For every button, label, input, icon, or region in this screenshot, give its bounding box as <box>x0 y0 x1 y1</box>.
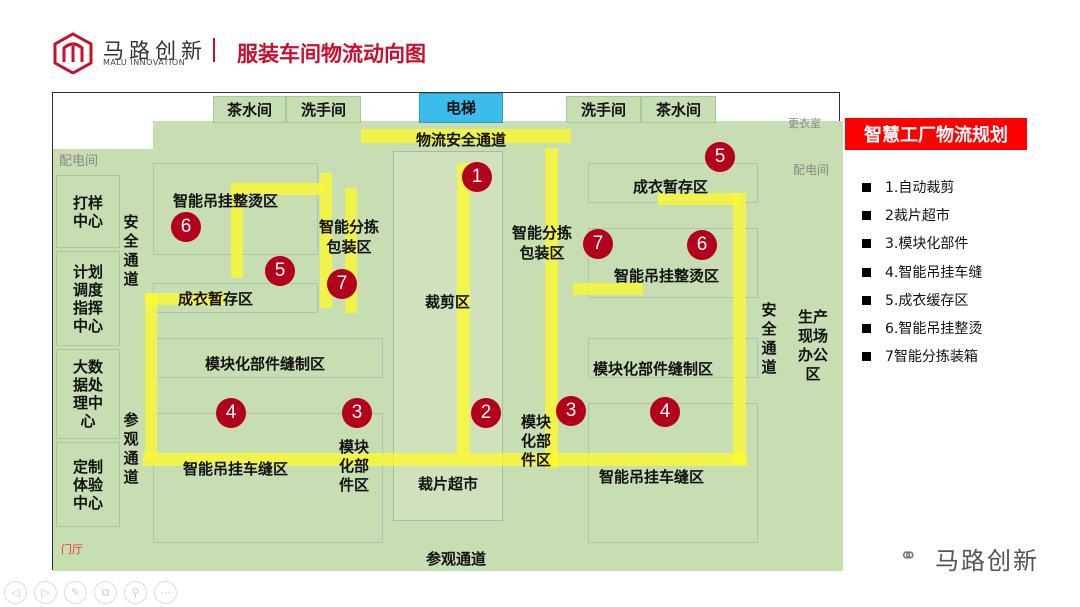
legend-item: 4.智能吊挂车缝 <box>862 262 982 282</box>
logistics-corridor-label: 物流安全通道 <box>416 131 507 149</box>
divider <box>213 38 215 62</box>
page-title: 服装车间物流动向图 <box>237 42 426 66</box>
bullet-icon <box>862 210 871 220</box>
hanging-sewing-left: 智能吊挂车缝区 <box>183 460 289 478</box>
watermark: 马路创新 <box>935 547 1039 575</box>
safety-corridor-left: 安全通道 <box>123 213 139 288</box>
zoom-button[interactable]: ⚲ <box>124 581 147 604</box>
more-button[interactable]: ⋯ <box>154 581 177 604</box>
visit-corridor-left: 参观通道 <box>123 411 139 486</box>
brand-name: 马路创新 <box>103 39 207 63</box>
lobby: 门厅 <box>61 543 83 556</box>
power-room-right: 配电间 <box>793 163 830 177</box>
legend-label: 6.智能吊挂整烫 <box>885 321 983 337</box>
marker-6-left: 6 <box>171 212 201 242</box>
sample-center: 打样中心 <box>56 175 120 248</box>
legend-label: 4.智能吊挂车缝 <box>885 265 983 281</box>
sorting-zone-right: 智能分拣包装区 <box>511 224 572 262</box>
changing-room: 更衣室 <box>788 117 821 130</box>
bullet-icon <box>862 238 871 248</box>
storage-zone-right: 成衣暂存区 <box>633 178 709 196</box>
legend-item: 7智能分拣装箱 <box>862 346 978 366</box>
floor-plan: 茶水间 洗手间 电梯 洗手间 茶水间 更衣室 配电间 配电间 打样中心 计划调度… <box>52 92 843 571</box>
legend-label: 1.自动裁剪 <box>885 180 955 196</box>
legend-title: 智慧工厂物流规划 <box>845 118 1027 150</box>
bullet-icon <box>862 323 871 333</box>
marker-4-left: 4 <box>216 398 246 428</box>
experience-center: 定制体验中心 <box>56 442 120 527</box>
tea-room-left: 茶水间 <box>213 96 286 123</box>
marker-3-right: 3 <box>556 396 586 426</box>
legend-item: 2裁片超市 <box>862 205 950 225</box>
office-zone: 生产现场办公区 <box>797 308 828 383</box>
elevator: 电梯 <box>419 93 503 123</box>
wechat-icon: ⚭ <box>899 544 918 569</box>
module-parts-right: 模块化部件区 <box>520 413 551 469</box>
module-sewing-left: 模块化部件缝制区 <box>205 355 326 373</box>
marker-2: 2 <box>471 398 501 428</box>
brand-name-en: MALU INNOVATION <box>103 58 186 67</box>
visit-corridor-bottom: 参观通道 <box>426 550 487 568</box>
next-slide-button[interactable]: ▷ <box>34 581 57 604</box>
legend-item: 5.成衣缓存区 <box>862 290 968 310</box>
bullet-icon <box>862 182 871 192</box>
marker-4-right: 4 <box>650 397 680 427</box>
marker-1: 1 <box>462 162 492 192</box>
bullet-icon <box>862 351 871 361</box>
power-room-left: 配电间 <box>59 154 99 169</box>
screens-button[interactable]: ⧉ <box>94 581 117 604</box>
marker-5-left: 5 <box>265 256 295 286</box>
marker-6-right: 6 <box>687 230 717 260</box>
marker-3-left: 3 <box>342 398 372 428</box>
safety-corridor-right: 安全通道 <box>761 301 777 376</box>
legend-item: 1.自动裁剪 <box>862 177 954 197</box>
legend-label: 7智能分拣装箱 <box>885 349 978 365</box>
legend-label: 5.成衣缓存区 <box>885 293 969 309</box>
legend-label: 3.模块化部件 <box>885 236 969 252</box>
storage-zone-left: 成衣暂存区 <box>178 290 254 308</box>
data-center: 大数据处理中心 <box>56 349 120 439</box>
marker-7-left: 7 <box>327 269 357 299</box>
washroom-right: 洗手间 <box>566 96 641 123</box>
ironing-zone-left: 智能吊挂整烫区 <box>173 192 279 210</box>
module-parts-left: 模块化部件区 <box>338 438 369 494</box>
bullet-icon <box>862 267 871 277</box>
washroom-left: 洗手间 <box>286 96 361 123</box>
pen-button[interactable]: ✎ <box>64 581 87 604</box>
logo-icon <box>53 32 93 74</box>
cutting-zone: 裁剪区 <box>425 293 471 311</box>
module-sewing-right: 模块化部件缝制区 <box>593 360 714 378</box>
prev-slide-button[interactable]: ◁ <box>4 581 27 604</box>
bullet-icon <box>862 295 871 305</box>
cut-market: 裁片超市 <box>418 475 479 493</box>
dispatch-center: 计划调度指挥中心 <box>56 251 120 346</box>
tea-room-right: 茶水间 <box>641 96 716 123</box>
marker-5-right: 5 <box>705 142 735 172</box>
hanging-sewing-right: 智能吊挂车缝区 <box>599 468 705 486</box>
marker-7-right: 7 <box>583 229 613 259</box>
ironing-zone-right: 智能吊挂整烫区 <box>614 267 720 285</box>
legend-label: 2裁片超市 <box>885 208 950 224</box>
legend-item: 6.智能吊挂整烫 <box>862 318 982 338</box>
sorting-zone-left: 智能分拣包装区 <box>318 218 379 256</box>
legend-item: 3.模块化部件 <box>862 233 968 253</box>
